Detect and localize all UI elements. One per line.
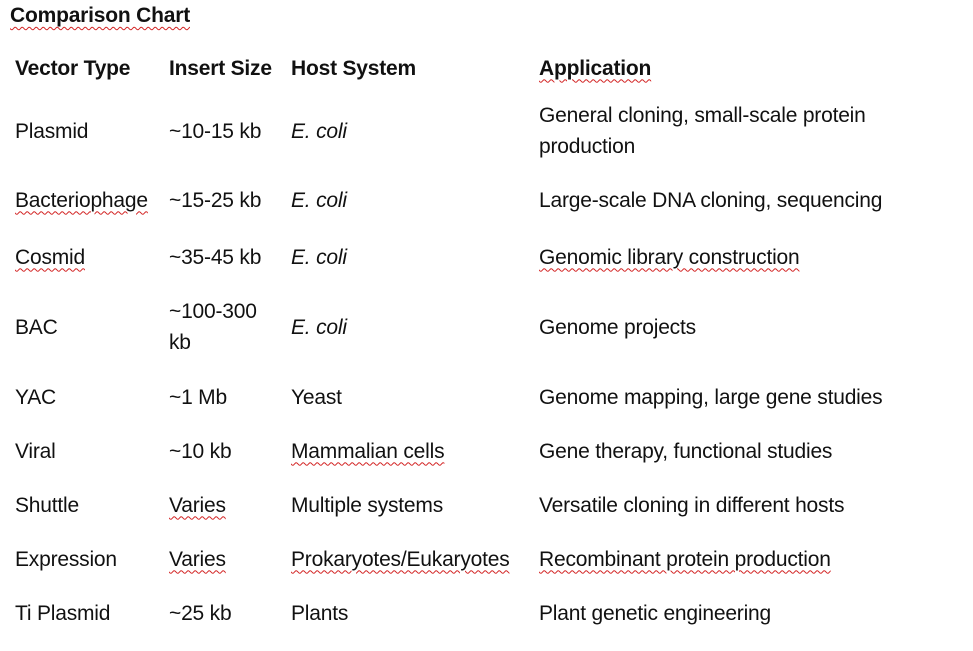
cell-insert-size: ~10 kb xyxy=(169,439,232,463)
cell-insert-size: ~1 Mb xyxy=(169,385,227,409)
table-row: Plasmid ~10-15 kb E. coli General clonin… xyxy=(10,92,942,170)
cell-host-system: Plants xyxy=(291,601,349,625)
cell-application: Genome projects xyxy=(539,315,696,339)
header-application: Application xyxy=(539,56,652,80)
table-row: Expression Varies Prokaryotes/Eukaryotes… xyxy=(10,532,942,586)
header-vector-type: Vector Type xyxy=(15,56,131,80)
cell-host-system: E. coli xyxy=(291,119,347,143)
header-host-system: Host System xyxy=(291,56,417,80)
cell-host-system: E. coli xyxy=(291,315,347,339)
cell-vector-type: Cosmid xyxy=(15,245,85,269)
table-row: Shuttle Varies Multiple systems Versatil… xyxy=(10,478,942,532)
cell-vector-type: Expression xyxy=(15,547,117,571)
table-row: Bacteriophage ~15-25 kb E. coli Large-sc… xyxy=(10,170,942,230)
cell-application: General cloning, small-scale protein pro… xyxy=(539,104,866,158)
cell-insert-size: Varies xyxy=(169,493,226,517)
cell-host-system: E. coli xyxy=(291,188,347,212)
cell-host-system: Multiple systems xyxy=(291,493,444,517)
cell-application: Gene therapy, functional studies xyxy=(539,439,833,463)
header-insert-size: Insert Size xyxy=(169,56,272,80)
comparison-table: Vector Type Insert Size Host System Appl… xyxy=(10,44,942,640)
cell-host-system: E. coli xyxy=(291,245,347,269)
cell-vector-type: BAC xyxy=(15,315,58,339)
cell-host-system: Mammalian cells xyxy=(291,439,445,463)
cell-vector-type: Shuttle xyxy=(15,493,79,517)
cell-insert-size: ~15-25 kb xyxy=(169,188,262,212)
table-row: Ti Plasmid ~25 kb Plants Plant genetic e… xyxy=(10,586,942,640)
cell-vector-type: YAC xyxy=(15,385,57,409)
cell-host-system: Prokaryotes/Eukaryotes xyxy=(291,547,510,571)
cell-application: Large-scale DNA cloning, sequencing xyxy=(539,188,883,212)
cell-insert-size: ~100-300 kb xyxy=(169,300,257,354)
cell-insert-size: Varies xyxy=(169,547,226,571)
cell-application: Recombinant protein production xyxy=(539,547,831,571)
table-row: Viral ~10 kb Mammalian cells Gene therap… xyxy=(10,424,942,478)
table-row: BAC ~100-300 kb E. coli Genome projects xyxy=(10,284,942,370)
cell-application: Versatile cloning in different hosts xyxy=(539,493,845,517)
cell-insert-size: ~10-15 kb xyxy=(169,119,262,143)
cell-vector-type: Bacteriophage xyxy=(15,188,148,212)
cell-application: Plant genetic engineering xyxy=(539,601,772,625)
cell-host-system: Yeast xyxy=(291,385,342,409)
document-title: Comparison Chart xyxy=(10,4,190,27)
table-header-row: Vector Type Insert Size Host System Appl… xyxy=(10,44,942,92)
table-row: Cosmid ~35-45 kb E. coli Genomic library… xyxy=(10,230,942,284)
cell-insert-size: ~25 kb xyxy=(169,601,232,625)
cell-application: Genome mapping, large gene studies xyxy=(539,385,883,409)
cell-vector-type: Plasmid xyxy=(15,119,89,143)
cell-application: Genomic library construction xyxy=(539,245,800,269)
cell-vector-type: Viral xyxy=(15,439,56,463)
cell-insert-size: ~35-45 kb xyxy=(169,245,262,269)
table-row: YAC ~1 Mb Yeast Genome mapping, large ge… xyxy=(10,370,942,424)
cell-vector-type: Ti Plasmid xyxy=(15,601,111,625)
